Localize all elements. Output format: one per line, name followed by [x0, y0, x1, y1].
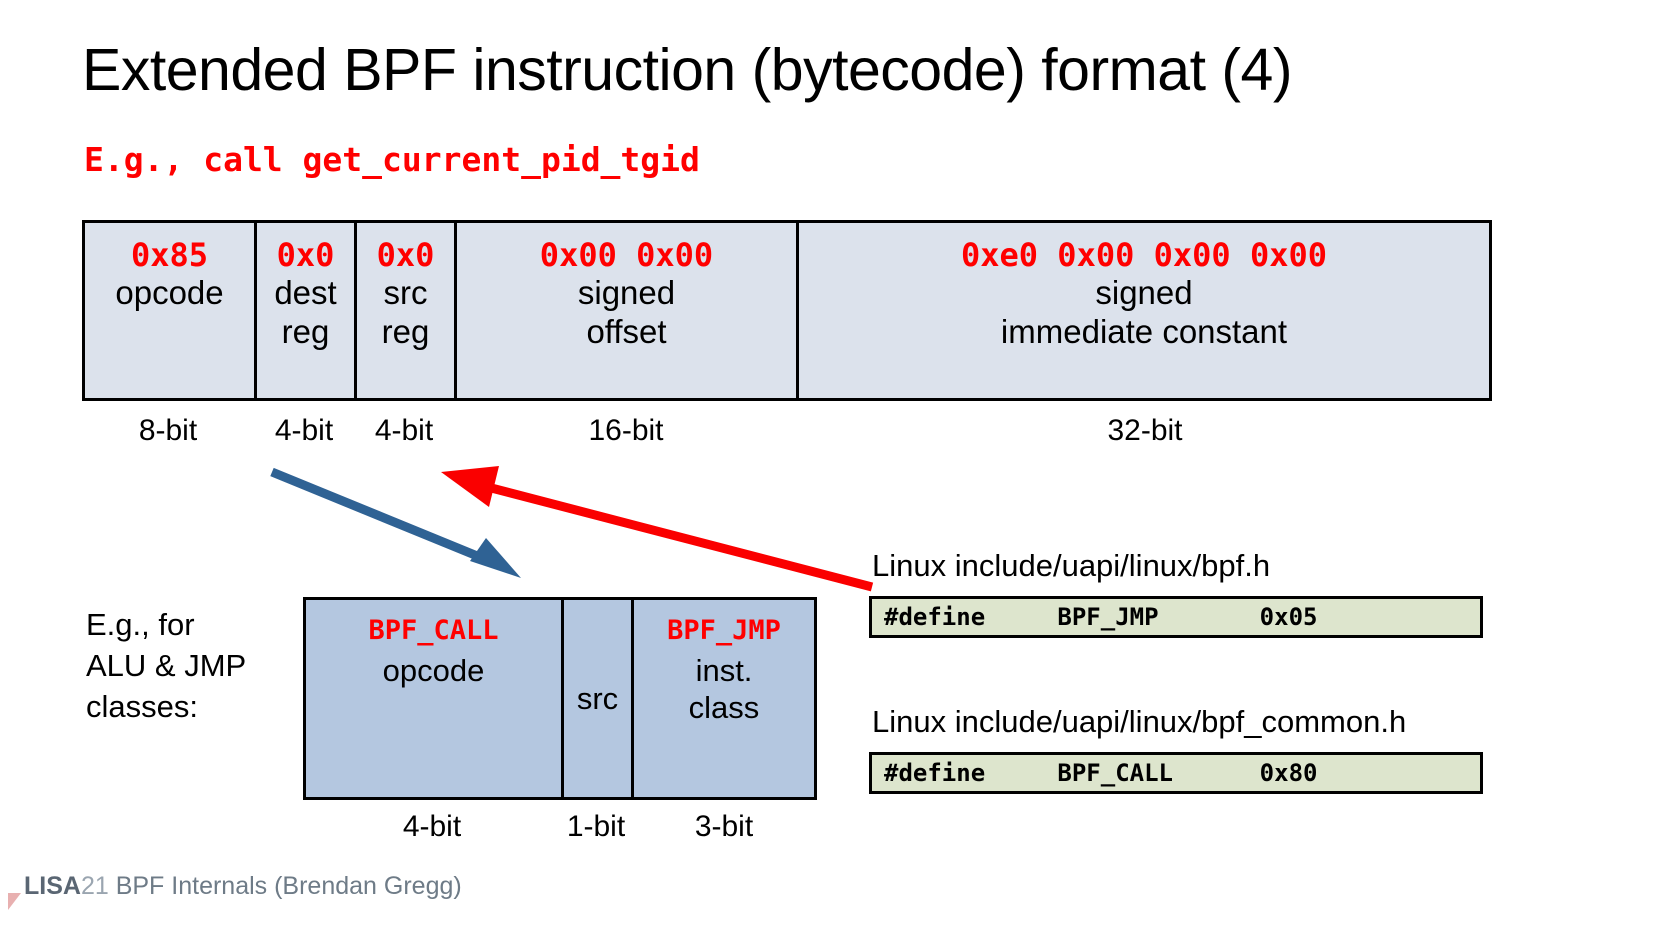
bytecode-cell-immediate: 0xe0 0x00 0x00 0x00 signed immediate con… [799, 223, 1489, 398]
footer-brand: LISA [24, 872, 81, 900]
dest-reg-label: dest reg [274, 273, 337, 350]
class-bit-width-src: 1-bit [566, 810, 626, 843]
class-example-caption: E.g., for ALU & JMP classes: [86, 607, 247, 725]
class-cell-opcode: BPF_CALL opcode [306, 600, 564, 797]
class-cell-src: src [564, 600, 634, 797]
class-bit-width-inst-class: 3-bit [694, 810, 754, 843]
footer-triangle-mark [8, 893, 21, 910]
opcode-hex-value: 0x85 [130, 236, 209, 274]
bytecode-bit-widths: 8-bit 4-bit 4-bit 16-bit 32-bit [82, 414, 1492, 458]
instruction-class-table: BPF_CALL opcode src BPF_JMP inst. class [303, 597, 817, 800]
source-header-bpf-common-h: Linux include/uapi/linux/bpf_common.h [872, 704, 1407, 739]
footer-text: BPF Internals (Brendan Gregg) [108, 872, 462, 900]
bit-width-dest-reg: 4-bit [274, 414, 334, 447]
source-header-bpf-h: Linux include/uapi/linux/bpf.h [872, 548, 1271, 583]
src-reg-label: src reg [381, 273, 430, 350]
immediate-label: signed immediate constant [1000, 273, 1288, 350]
class-src-label: src [576, 680, 619, 716]
code-line-bpf-jmp: #define BPF_JMP 0x05 [884, 603, 1318, 631]
offset-hex-value: 0x00 0x00 [539, 236, 714, 274]
class-cell-inst-class: BPF_JMP inst. class [634, 600, 814, 797]
code-box-bpf-jmp: #define BPF_JMP 0x05 [869, 596, 1483, 638]
example-subheading: E.g., call get_current_pid_tgid [84, 140, 700, 179]
bpf-call-constant-name: BPF_CALL [368, 615, 499, 646]
bytecode-cell-opcode: 0x85 opcode [85, 223, 257, 398]
offset-label: signed offset [577, 273, 676, 350]
page-title: Extended BPF instruction (bytecode) form… [82, 37, 1292, 103]
blue-arrow-to-opcode-breakdown [270, 467, 521, 578]
dest-reg-hex-value: 0x0 [276, 236, 335, 274]
bytecode-cell-dest-reg: 0x0 dest reg [257, 223, 357, 398]
bit-width-opcode: 8-bit [138, 414, 198, 447]
opcode-label: opcode [115, 273, 224, 311]
src-reg-hex-value: 0x0 [376, 236, 435, 274]
bytecode-format-table: 0x85 opcode 0x0 dest reg 0x0 src reg 0x0… [82, 220, 1492, 401]
bpf-jmp-constant-name: BPF_JMP [667, 615, 781, 646]
class-opcode-label: opcode [382, 652, 485, 688]
footer-year: 21 [80, 872, 109, 900]
bit-width-offset: 16-bit [588, 414, 664, 447]
bytecode-cell-offset: 0x00 0x00 signed offset [457, 223, 799, 398]
class-bit-widths: 4-bit 1-bit 3-bit [303, 810, 817, 850]
bit-width-immediate: 32-bit [1107, 414, 1183, 447]
immediate-hex-value: 0xe0 0x00 0x00 0x00 [960, 236, 1328, 274]
bit-width-src-reg: 4-bit [374, 414, 434, 447]
class-bit-width-opcode: 4-bit [402, 810, 462, 843]
code-box-bpf-call: #define BPF_CALL 0x80 [869, 752, 1483, 794]
red-arrow-to-instruction-class [441, 466, 874, 592]
code-line-bpf-call: #define BPF_CALL 0x80 [884, 759, 1318, 787]
class-inst-class-label: inst. class [688, 652, 760, 725]
footer-credit: LISA21 BPF Internals (Brendan Gregg) [24, 872, 462, 901]
bytecode-cell-src-reg: 0x0 src reg [357, 223, 457, 398]
